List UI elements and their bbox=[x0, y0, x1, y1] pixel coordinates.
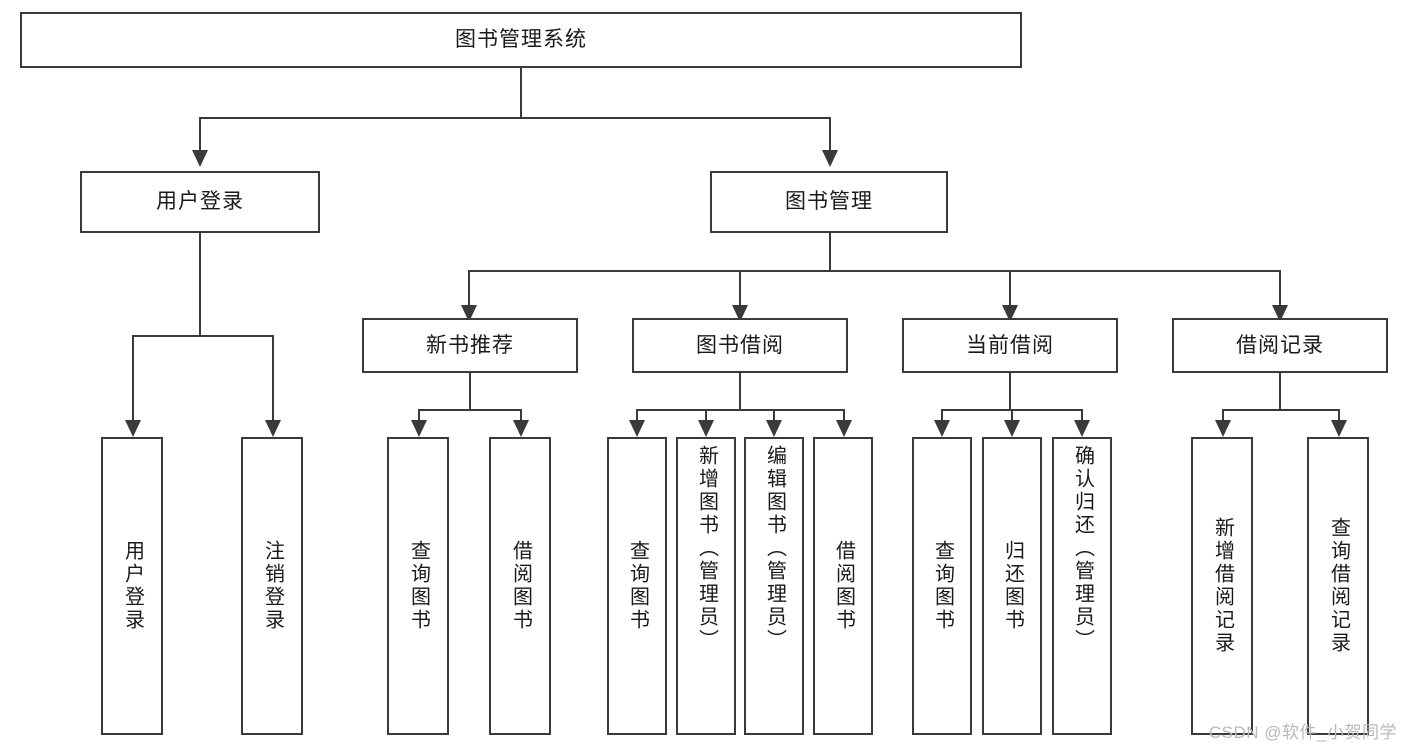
arrowhead-leaf-bb-3 bbox=[836, 420, 852, 437]
node-label: 图书管理 bbox=[785, 190, 873, 214]
leaf-book-borrow-2[interactable]: 编辑图书（管理员） bbox=[744, 437, 804, 735]
connector-bb-bar bbox=[636, 409, 844, 411]
node-label: 用户登录 bbox=[156, 190, 244, 214]
connector-cb-drop-1 bbox=[1011, 409, 1013, 420]
arrowhead-leaf-cb-1 bbox=[1004, 420, 1020, 437]
leaf-current-borrow-1[interactable]: 归还图书 bbox=[982, 437, 1042, 735]
leaf-label: 确认归还（管理员） bbox=[1071, 445, 1094, 652]
connector-level3-drop-3 bbox=[1279, 270, 1281, 305]
connector-book-management-stem bbox=[829, 233, 831, 270]
connector-br-drop-0 bbox=[1222, 409, 1224, 420]
connector-br-bar bbox=[1222, 409, 1338, 411]
leaf-current-borrow-2[interactable]: 确认归还（管理员） bbox=[1052, 437, 1112, 735]
leaf-label: 查询图书 bbox=[931, 540, 954, 632]
node-root-book-management-system[interactable]: 图书管理系统 bbox=[20, 12, 1022, 68]
arrowhead-level3-1 bbox=[732, 305, 748, 322]
leaf-label: 新增借阅记录 bbox=[1211, 517, 1234, 655]
arrowhead-user-login bbox=[192, 150, 208, 167]
node-label: 图书管理系统 bbox=[455, 28, 587, 52]
connector-level3-drop-2 bbox=[1009, 270, 1011, 305]
connector-br-drop-1 bbox=[1338, 409, 1340, 420]
connector-bb-drop-2 bbox=[773, 409, 775, 420]
connector-level2-bar bbox=[199, 117, 831, 119]
csdn-watermark: CSDN @软件_小贺同学 bbox=[1208, 723, 1397, 742]
arrowhead-leaf-nbr-1 bbox=[513, 420, 529, 437]
node-new-book-recommend[interactable]: 新书推荐 bbox=[362, 318, 578, 373]
node-borrow-records[interactable]: 借阅记录 bbox=[1172, 318, 1388, 373]
connector-level3-bar bbox=[468, 270, 1280, 272]
leaf-label: 借阅图书 bbox=[832, 540, 855, 632]
arrowhead-leaf-user-login-1 bbox=[265, 420, 281, 437]
node-book-borrow[interactable]: 图书借阅 bbox=[632, 318, 848, 373]
arrowhead-level3-0 bbox=[461, 305, 477, 322]
node-label: 当前借阅 bbox=[966, 333, 1054, 357]
connector-cb-drop-0 bbox=[941, 409, 943, 420]
leaf-borrow-records-0[interactable]: 新增借阅记录 bbox=[1191, 437, 1253, 735]
arrowhead-leaf-bb-1 bbox=[698, 420, 714, 437]
leaf-label: 编辑图书（管理员） bbox=[763, 445, 786, 652]
connector-nbr-bar bbox=[418, 409, 520, 411]
leaf-label: 查询图书 bbox=[626, 540, 649, 632]
connector-bb-drop-1 bbox=[705, 409, 707, 420]
arrowhead-leaf-br-0 bbox=[1215, 420, 1231, 437]
arrowhead-book-management bbox=[822, 150, 838, 167]
leaf-label: 归还图书 bbox=[1001, 540, 1024, 632]
arrowhead-leaf-br-1 bbox=[1331, 420, 1347, 437]
connector-user-login-drop-0 bbox=[132, 335, 134, 420]
connector-level3-drop-0 bbox=[468, 270, 470, 305]
leaf-user-login-1[interactable]: 注销登录 bbox=[241, 437, 303, 735]
connector-cb-stem bbox=[1009, 373, 1011, 409]
leaf-new-book-recommend-0[interactable]: 查询图书 bbox=[387, 437, 449, 735]
node-book-management[interactable]: 图书管理 bbox=[710, 171, 948, 233]
arrowhead-level3-3 bbox=[1272, 305, 1288, 322]
leaf-borrow-records-1[interactable]: 查询借阅记录 bbox=[1307, 437, 1369, 735]
arrowhead-leaf-cb-2 bbox=[1074, 420, 1090, 437]
connector-br-stem bbox=[1279, 373, 1281, 409]
connector-nbr-drop-1 bbox=[520, 409, 522, 420]
leaf-user-login-0[interactable]: 用户登录 bbox=[101, 437, 163, 735]
connector-level2-drop-book-management bbox=[829, 117, 831, 150]
node-current-borrow[interactable]: 当前借阅 bbox=[902, 318, 1118, 373]
connector-level2-drop-user-login bbox=[199, 117, 201, 150]
connector-user-login-bar bbox=[132, 335, 272, 337]
leaf-book-borrow-1[interactable]: 新增图书（管理员） bbox=[676, 437, 736, 735]
leaf-book-borrow-0[interactable]: 查询图书 bbox=[607, 437, 667, 735]
node-label: 借阅记录 bbox=[1236, 333, 1324, 357]
connector-bb-drop-0 bbox=[636, 409, 638, 420]
arrowhead-leaf-cb-0 bbox=[934, 420, 950, 437]
connector-bb-stem bbox=[739, 373, 741, 409]
leaf-label: 用户登录 bbox=[121, 540, 144, 632]
connector-nbr-stem bbox=[469, 373, 471, 409]
arrowhead-leaf-nbr-0 bbox=[411, 420, 427, 437]
leaf-label: 新增图书（管理员） bbox=[695, 445, 718, 652]
leaf-new-book-recommend-1[interactable]: 借阅图书 bbox=[489, 437, 551, 735]
node-user-login[interactable]: 用户登录 bbox=[80, 171, 320, 233]
leaf-label: 借阅图书 bbox=[509, 540, 532, 632]
connector-user-login-drop-1 bbox=[272, 335, 274, 420]
arrowhead-leaf-user-login-0 bbox=[125, 420, 141, 437]
arrowhead-level3-2 bbox=[1002, 305, 1018, 322]
arrowhead-leaf-bb-0 bbox=[629, 420, 645, 437]
connector-cb-drop-2 bbox=[1081, 409, 1083, 420]
leaf-book-borrow-3[interactable]: 借阅图书 bbox=[813, 437, 873, 735]
connector-bb-drop-3 bbox=[843, 409, 845, 420]
connector-nbr-drop-0 bbox=[418, 409, 420, 420]
arrowhead-leaf-bb-2 bbox=[766, 420, 782, 437]
leaf-label: 注销登录 bbox=[261, 540, 284, 632]
leaf-current-borrow-0[interactable]: 查询图书 bbox=[912, 437, 972, 735]
leaf-label: 查询借阅记录 bbox=[1327, 517, 1350, 655]
connector-root-stem bbox=[520, 68, 522, 117]
leaf-label: 查询图书 bbox=[407, 540, 430, 632]
connector-level3-drop-1 bbox=[739, 270, 741, 305]
node-label: 图书借阅 bbox=[696, 333, 784, 357]
node-label: 新书推荐 bbox=[426, 333, 514, 357]
connector-user-login-stem bbox=[199, 233, 201, 335]
